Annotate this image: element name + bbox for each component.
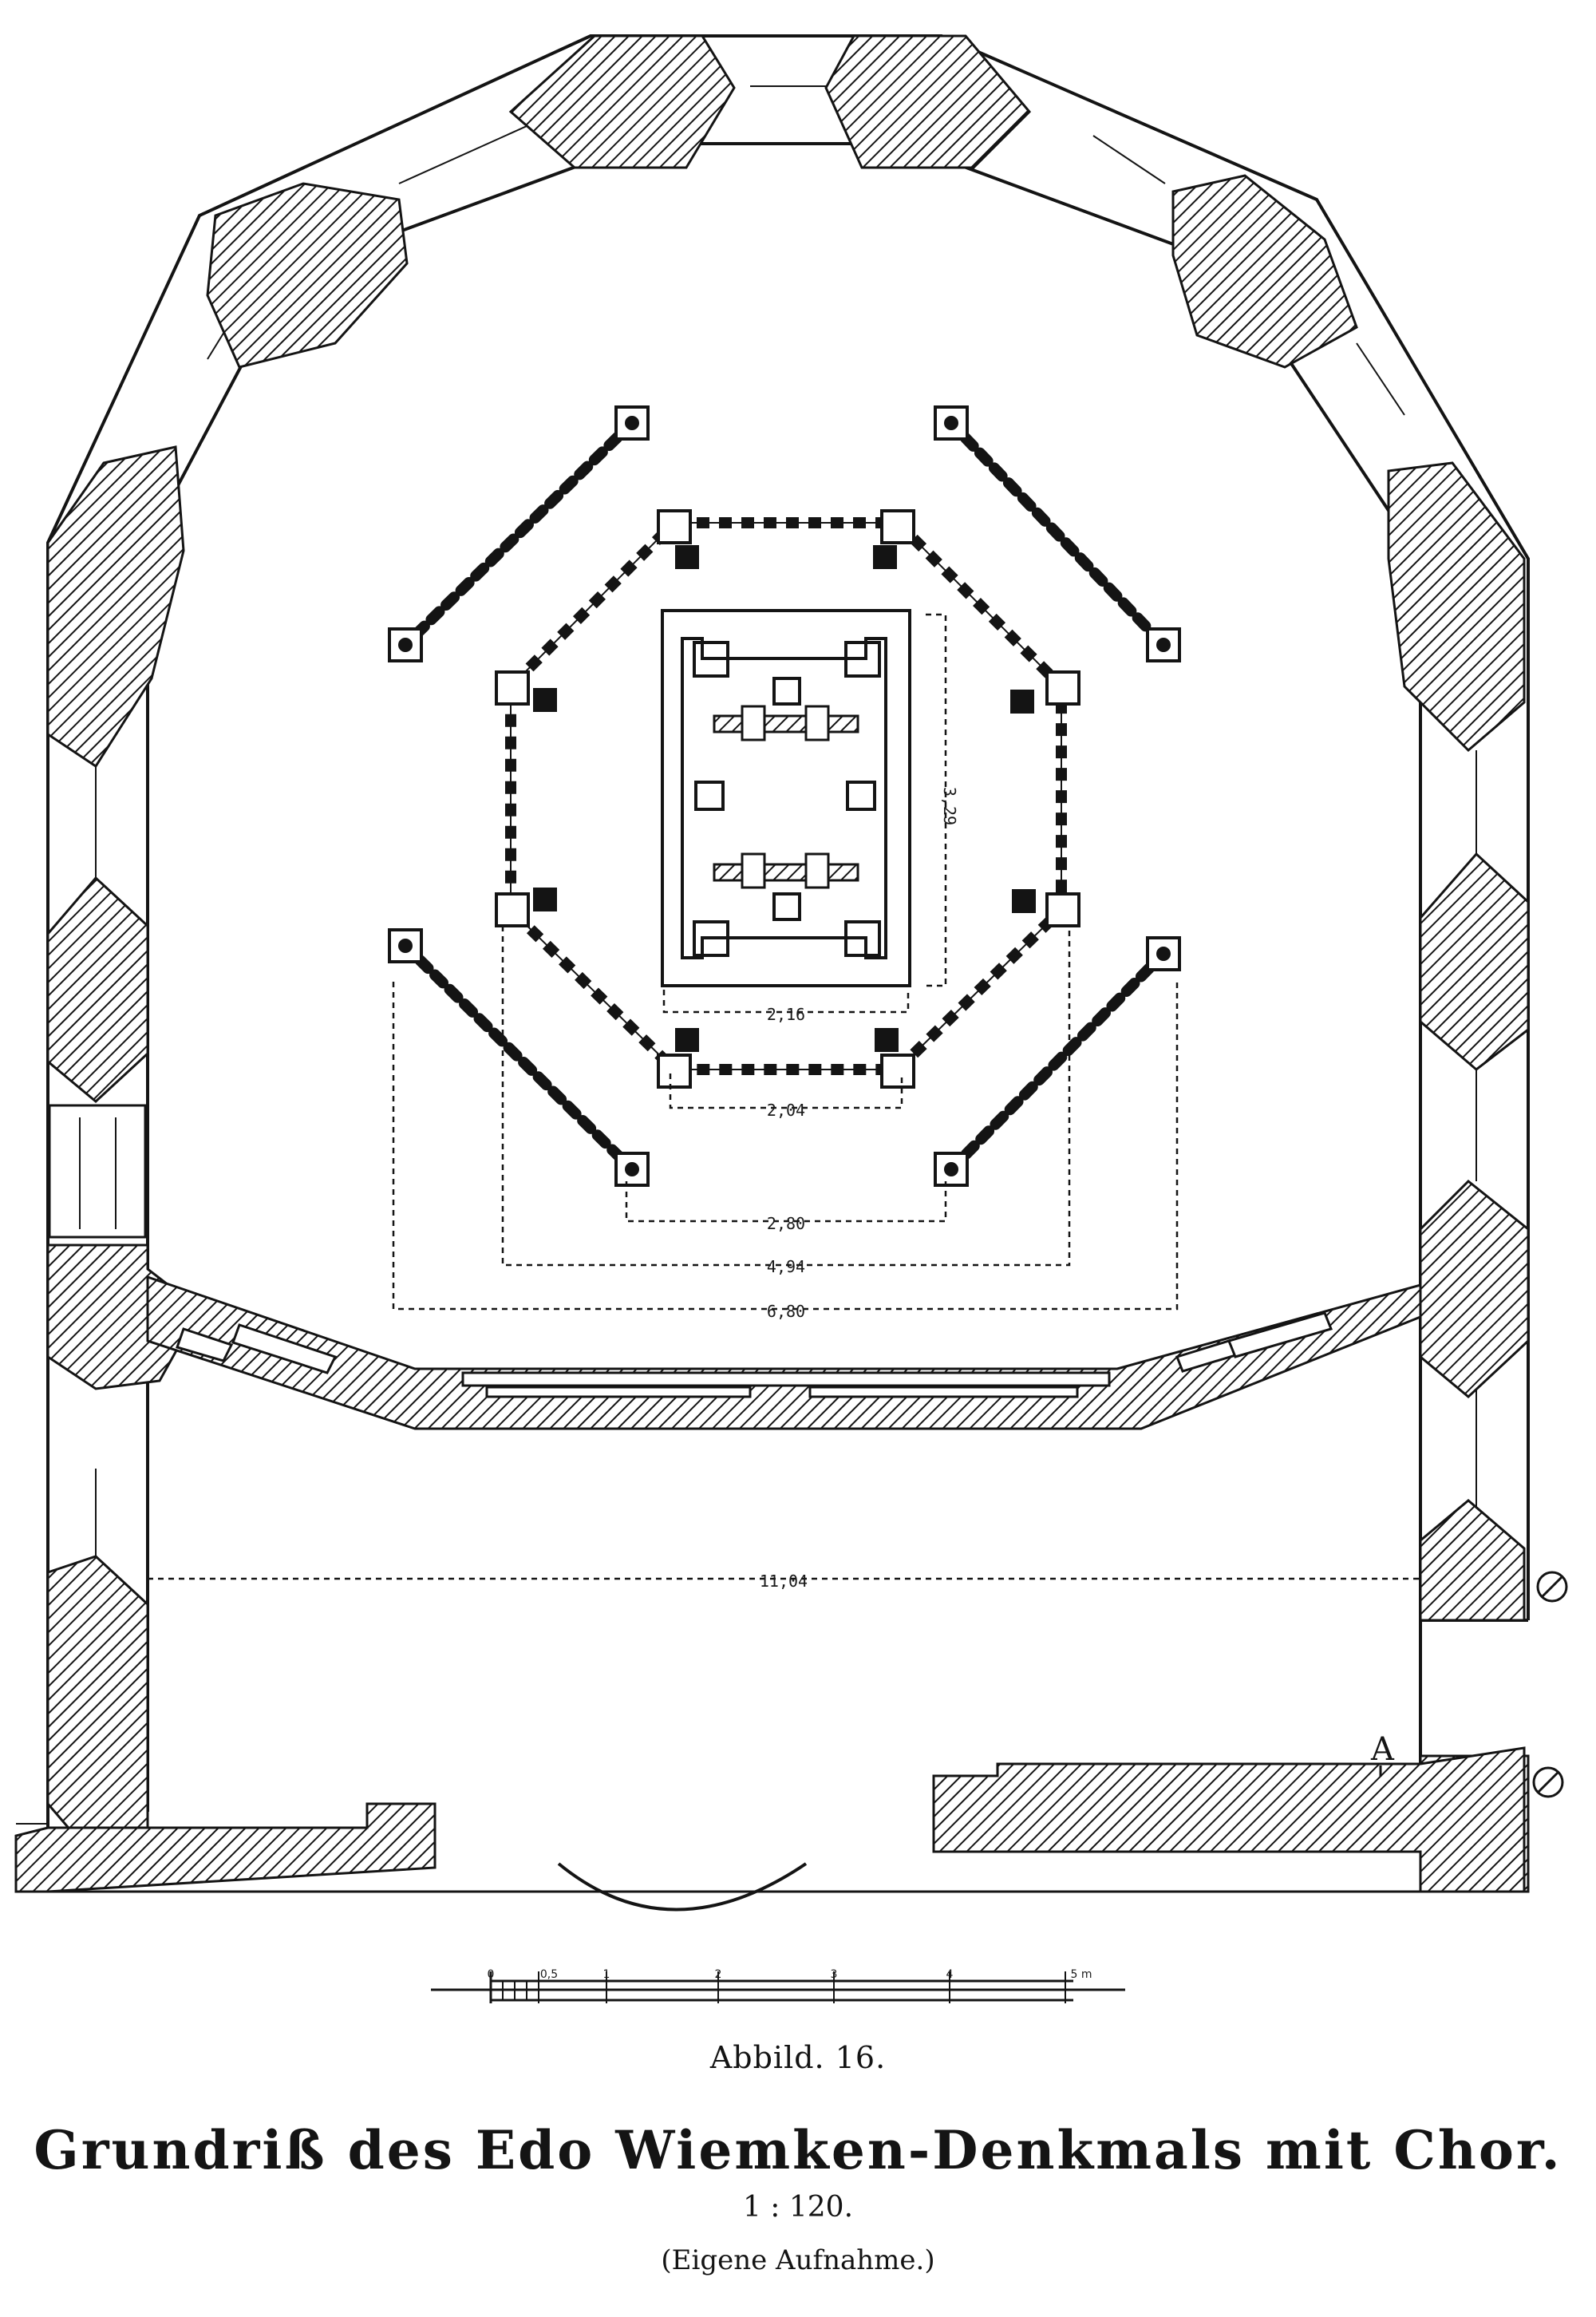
figure-source: (Eigene Aufnahme.)	[661, 2244, 935, 2276]
dim-4-94: 4,94	[767, 1257, 805, 1276]
tomb-bars	[713, 705, 859, 889]
point-marker-a: A	[1370, 1731, 1395, 1768]
scale-bar-labels: 0 0,5 1 2 3 4 5 m	[488, 1968, 1092, 1981]
svg-text:1: 1	[603, 1968, 610, 1981]
dim-2-16: 2,16	[767, 1005, 805, 1024]
dim-2-04: 2,04	[767, 1101, 805, 1120]
tomb	[661, 609, 911, 987]
octagon-columns	[495, 509, 1080, 1089]
scale-bar	[431, 1971, 1125, 2003]
svg-text:2: 2	[715, 1968, 722, 1981]
dim-6-80: 6,80	[767, 1302, 805, 1321]
dim-11-04: 11,04	[760, 1572, 808, 1591]
svg-text:4: 4	[946, 1968, 954, 1981]
outer-railings	[400, 417, 1169, 1175]
floor-plan: A	[14, 34, 1568, 2003]
svg-text:0: 0	[488, 1968, 495, 1981]
apse-arc	[557, 1862, 808, 1912]
figure-scale: 1 : 120.	[742, 2191, 854, 2224]
wall-pillars	[14, 34, 1530, 1893]
svg-text:5 m: 5 m	[1071, 1968, 1092, 1981]
wall-rings	[1532, 1571, 1568, 1798]
svg-text:0,5: 0,5	[540, 1968, 558, 1981]
screen-detail	[176, 1311, 1333, 1398]
dimension-lines	[148, 613, 1420, 1580]
figure-label: Abbild. 16.	[709, 2040, 887, 2075]
figure-title: Grundriß des Edo Wiemken-Denkmals mit Ch…	[34, 2119, 1562, 2181]
railing-posts	[388, 405, 1181, 1187]
svg-text:3: 3	[831, 1968, 838, 1981]
dim-3-29: 3,29	[940, 787, 959, 825]
dim-2-80: 2,80	[767, 1214, 805, 1233]
